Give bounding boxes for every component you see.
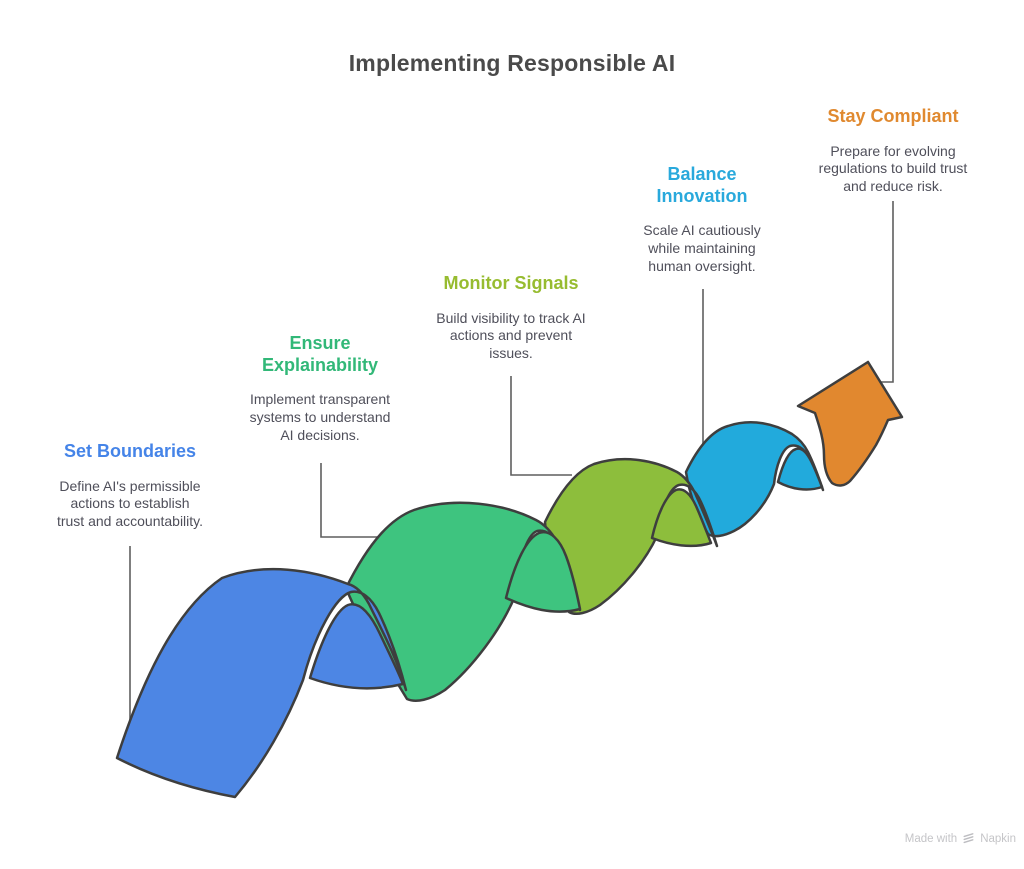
ribbon-fold-stage-1 xyxy=(308,603,405,690)
stage-2-desc-line: systems to understand xyxy=(249,408,391,425)
watermark-prefix: Made with xyxy=(904,832,958,845)
stage-4-desc-line: human oversight. xyxy=(648,257,756,274)
stage-3-desc-line: actions and prevent xyxy=(449,327,573,344)
stage-3-monitor-signals: Monitor Signals Build visibility to trac… xyxy=(413,273,609,363)
stage-4-heading-line: Innovation xyxy=(656,185,748,206)
stage-4-balance-innovation: Balance Innovation Scale AI cautiously w… xyxy=(612,164,792,275)
stage-1-desc-line: Define AI's permissible xyxy=(59,477,201,494)
stage-4-desc-line: while maintaining xyxy=(648,239,756,256)
stage-4-description: Scale AI cautiously while maintaining hu… xyxy=(612,222,792,275)
ribbon-fold-stage-4 xyxy=(776,447,824,491)
stage-3-heading: Monitor Signals xyxy=(413,273,609,295)
stage-5-heading-line: Stay Compliant xyxy=(827,106,959,126)
stage-5-description: Prepare for evolving regulations to buil… xyxy=(798,143,988,196)
ribbon-segments xyxy=(115,360,904,799)
stage-1-description: Define AI's permissible actions to estab… xyxy=(40,478,220,531)
page-title: Implementing Responsible AI xyxy=(348,50,676,76)
connector-line-5 xyxy=(879,201,894,383)
stage-5-heading: Stay Compliant xyxy=(798,106,988,128)
stage-5-desc-line: and reduce risk. xyxy=(843,178,943,195)
stage-2-desc-line: AI decisions. xyxy=(280,426,360,443)
stage-1-desc-line: trust and accountability. xyxy=(56,513,204,530)
stage-1-desc-line: actions to establish xyxy=(70,495,190,512)
napkin-logo-icon xyxy=(963,833,974,844)
stage-1-set-boundaries: Set Boundaries Define AI's permissible a… xyxy=(40,441,220,531)
stage-4-heading: Balance Innovation xyxy=(612,164,792,207)
stage-2-heading-line: Ensure xyxy=(289,333,351,353)
ribbon-fold-stage-2 xyxy=(504,530,582,613)
stage-2-desc-line: Implement transparent xyxy=(249,391,391,408)
watermark-brand: Napkin xyxy=(980,832,1016,845)
stage-2-heading-line: Explainability xyxy=(261,354,379,375)
stage-5-desc-line: Prepare for evolving xyxy=(830,142,956,159)
stage-4-desc-line: Scale AI cautiously xyxy=(643,222,761,239)
stage-3-description: Build visibility to track AI actions and… xyxy=(413,310,609,363)
ribbon-arrow-stage-5 xyxy=(796,360,904,487)
stage-3-heading-line: Monitor Signals xyxy=(443,273,579,293)
stage-4-heading-line: Balance xyxy=(667,164,737,184)
ribbon-band-stage-3 xyxy=(543,457,719,615)
connector-line-3 xyxy=(510,376,572,476)
ribbon-fold-stage-3 xyxy=(650,488,713,548)
stage-3-desc-line: issues. xyxy=(489,345,533,362)
connector-lines xyxy=(129,201,894,730)
ribbon-band-stage-1 xyxy=(115,567,408,799)
stage-5-stay-compliant: Stay Compliant Prepare for evolving regu… xyxy=(798,106,988,196)
stage-5-desc-line: regulations to build trust xyxy=(818,160,968,177)
stage-2-description: Implement transparent systems to underst… xyxy=(230,391,410,444)
stage-2-ensure-explainability: Ensure Explainability Implement transpar… xyxy=(230,333,410,444)
connector-line-2 xyxy=(320,463,384,538)
stage-3-desc-line: Build visibility to track AI xyxy=(436,309,586,326)
watermark: Made with Napkin xyxy=(905,832,1016,845)
stage-1-heading: Set Boundaries xyxy=(40,441,220,463)
stage-2-heading: Ensure Explainability xyxy=(230,333,410,376)
stage-1-heading-line: Set Boundaries xyxy=(63,441,197,461)
